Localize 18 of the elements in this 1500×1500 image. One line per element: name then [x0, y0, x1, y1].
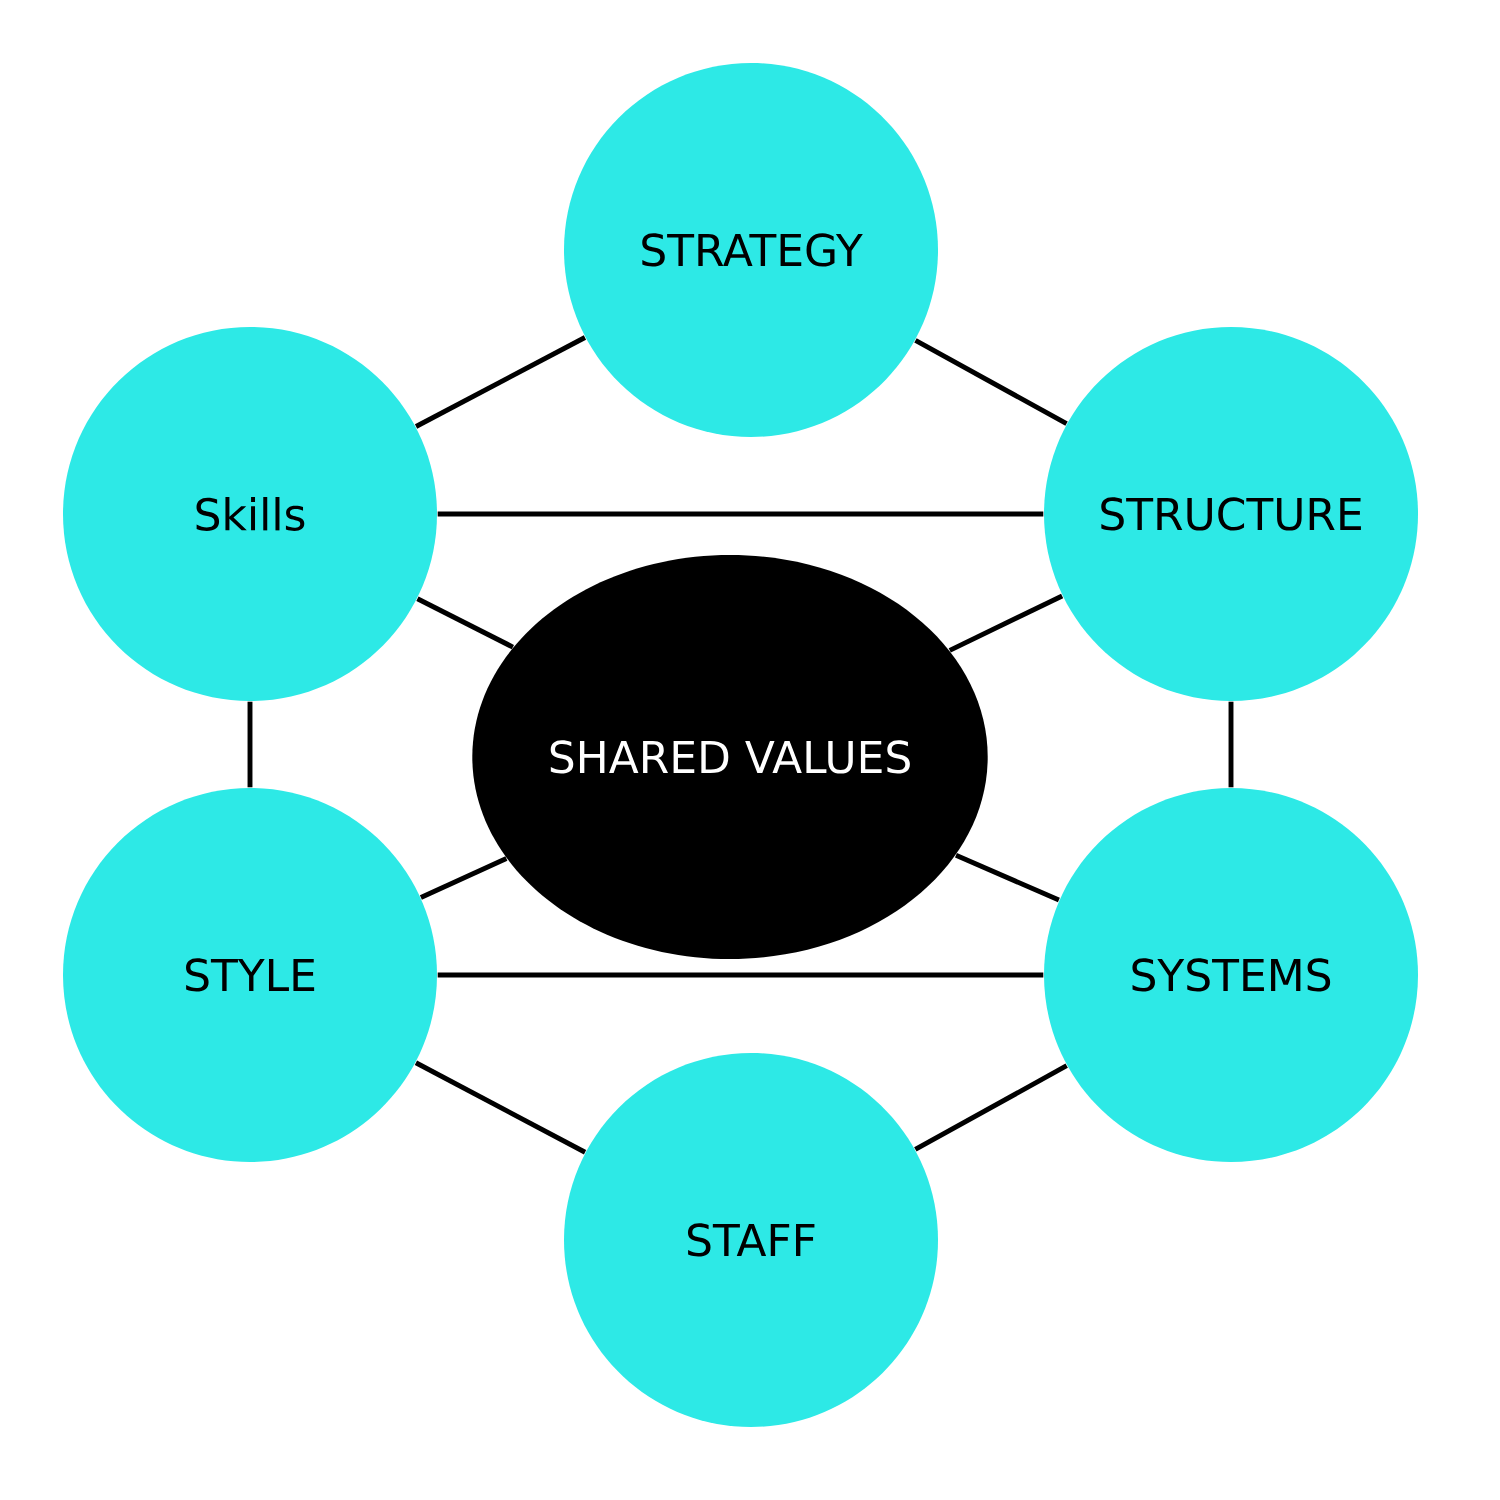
connector-line	[247, 701, 253, 788]
circle-node: STRATEGY	[564, 63, 938, 437]
connector-line	[416, 596, 514, 650]
circle-node: STRUCTURE	[1044, 327, 1418, 701]
connector-line	[948, 593, 1064, 653]
connector-line	[414, 1060, 587, 1155]
circle-node: STYLE	[63, 788, 437, 1162]
circle-node: STAFF	[564, 1053, 938, 1427]
connector-line	[914, 1063, 1068, 1152]
connector-line	[914, 338, 1068, 426]
circle-node: Skills	[63, 327, 437, 701]
connector-line	[437, 972, 1044, 978]
connector-line	[437, 511, 1044, 517]
connector-line	[419, 856, 508, 900]
circle-node: SYSTEMS	[1044, 788, 1418, 1162]
connector-line	[414, 335, 587, 429]
connector-line	[955, 853, 1060, 903]
connector-line	[1228, 701, 1234, 788]
